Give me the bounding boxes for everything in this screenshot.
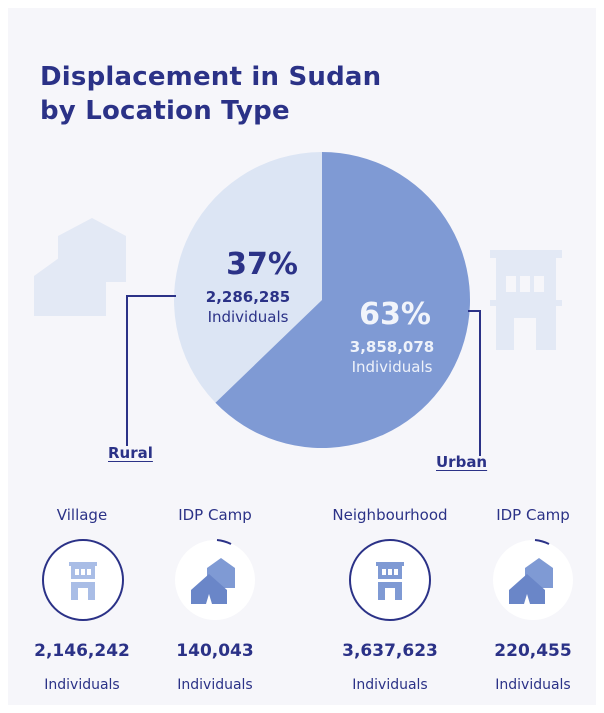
title-line-1: Displacement in Sudan [40, 62, 382, 92]
village-name: Village [56, 506, 108, 524]
urban-connector-line [468, 310, 481, 456]
urban-idp-camp-value: 220,455 [494, 641, 572, 661]
neighbourhood-building-icon [348, 538, 432, 626]
village-unit: Individuals [44, 677, 120, 693]
urban-unit-label: Individuals [352, 358, 433, 376]
urban-building-icon [490, 250, 562, 350]
urban-category-label: Urban [436, 453, 488, 471]
rural-houses-icon [34, 218, 126, 316]
pie-slice-urban [215, 152, 471, 448]
rural-idp-camp-value: 140,043 [176, 641, 254, 661]
neighbourhood-value: 3,637,623 [342, 641, 438, 661]
pie-slice-rural [174, 152, 322, 403]
urban-idp-camp-name: IDP Camp [496, 506, 570, 524]
village-building-icon [41, 538, 125, 626]
rural-connector-line [126, 295, 176, 446]
title-line-2: by Location Type [40, 96, 290, 126]
urban-idp-camp-tent-icon [491, 538, 575, 626]
urban-idp-camp-unit: Individuals [495, 677, 571, 693]
rural-value-label: 2,286,285 [206, 288, 290, 306]
rural-category-label: Rural [108, 444, 153, 462]
rural-idp-camp-tent-icon [173, 538, 257, 626]
urban-value-label: 3,858,078 [350, 338, 434, 356]
rural-idp-camp-name: IDP Camp [178, 506, 252, 524]
page-title: Displacement in Sudan by Location Type [40, 60, 381, 128]
urban-percent-label: 63% [359, 297, 431, 332]
neighbourhood-name: Neighbourhood [332, 506, 448, 524]
rural-percent-label: 37% [226, 247, 298, 282]
neighbourhood-unit: Individuals [352, 677, 428, 693]
rural-idp-camp-unit: Individuals [177, 677, 253, 693]
rural-unit-label: Individuals [208, 308, 289, 326]
village-value: 2,146,242 [34, 641, 130, 661]
